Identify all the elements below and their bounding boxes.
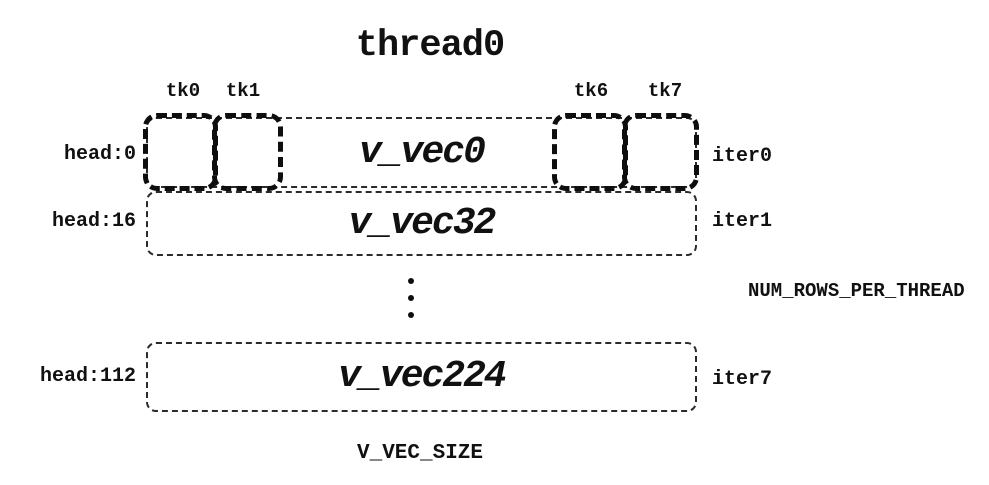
head-offset-label-row0: head:0 [63,143,136,166]
iter-label-row1: iter1 [712,210,773,233]
tick-cell-tk0 [143,113,218,191]
tick-label-tk1: tk1 [225,80,261,102]
vec-row-iter1-label: v_vec32 [348,201,497,245]
tick-label-tk7: tk7 [647,80,683,102]
iter-label-row0: iter0 [712,145,773,168]
tick-cell-tk7 [622,113,699,191]
vec-row-iter7-label: v_vec224 [338,355,506,399]
iter-label-row2: iter7 [712,368,773,391]
tick-label-tk0: tk0 [165,80,201,102]
head-offset-label-row2: head:112 [39,365,136,388]
v-vec-size-annotation: V_VEC_SIZE [356,442,484,465]
ellipsis-dot [408,312,414,318]
vertical-ellipsis-icon [408,278,414,318]
vec-row-iter0-label: v_vec0 [359,130,486,174]
tick-cell-tk1 [212,113,283,191]
vec-row-iter7: v_vec224 [146,342,697,412]
ellipsis-dot [408,295,414,301]
ellipsis-dot [408,278,414,284]
tick-label-tk6: tk6 [573,80,609,102]
vec-row-iter1: v_vec32 [146,191,697,256]
vec-row-iter0: v_vec0 [146,117,697,188]
diagram-title: thread0 [355,25,505,67]
head-offset-label-row1: head:16 [51,210,136,233]
num-rows-per-thread-annotation: NUM_ROWS_PER_THREAD [748,280,965,302]
tick-cell-tk6 [552,113,628,191]
